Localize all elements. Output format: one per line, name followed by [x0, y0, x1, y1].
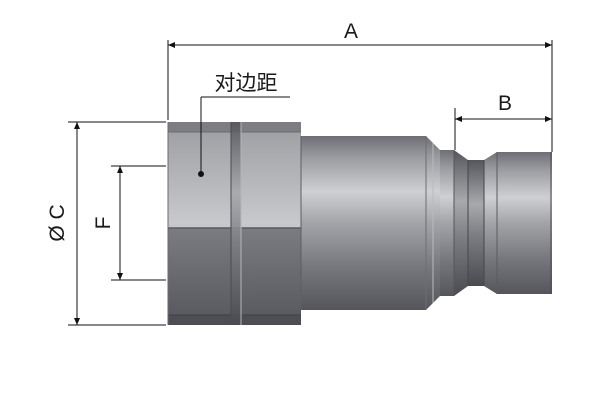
dimension-a: A [167, 20, 553, 152]
dimension-c-label: Ø C [46, 204, 69, 241]
plug-nose [496, 152, 552, 294]
hex-callout-label: 对边距 [215, 72, 278, 95]
dimension-f-label: F [92, 217, 115, 230]
dimension-b: B [454, 92, 552, 150]
dimension-f: F [92, 165, 166, 281]
hex-callout: 对边距 [198, 72, 290, 177]
dimension-b-label: B [498, 92, 512, 115]
dimension-a-label: A [344, 20, 358, 43]
dimension-c: Ø C [46, 121, 166, 326]
coupling-body [167, 122, 552, 325]
barrel [300, 136, 440, 310]
collar [440, 150, 497, 296]
callout-dot [198, 171, 204, 177]
hex-nut [167, 122, 301, 325]
